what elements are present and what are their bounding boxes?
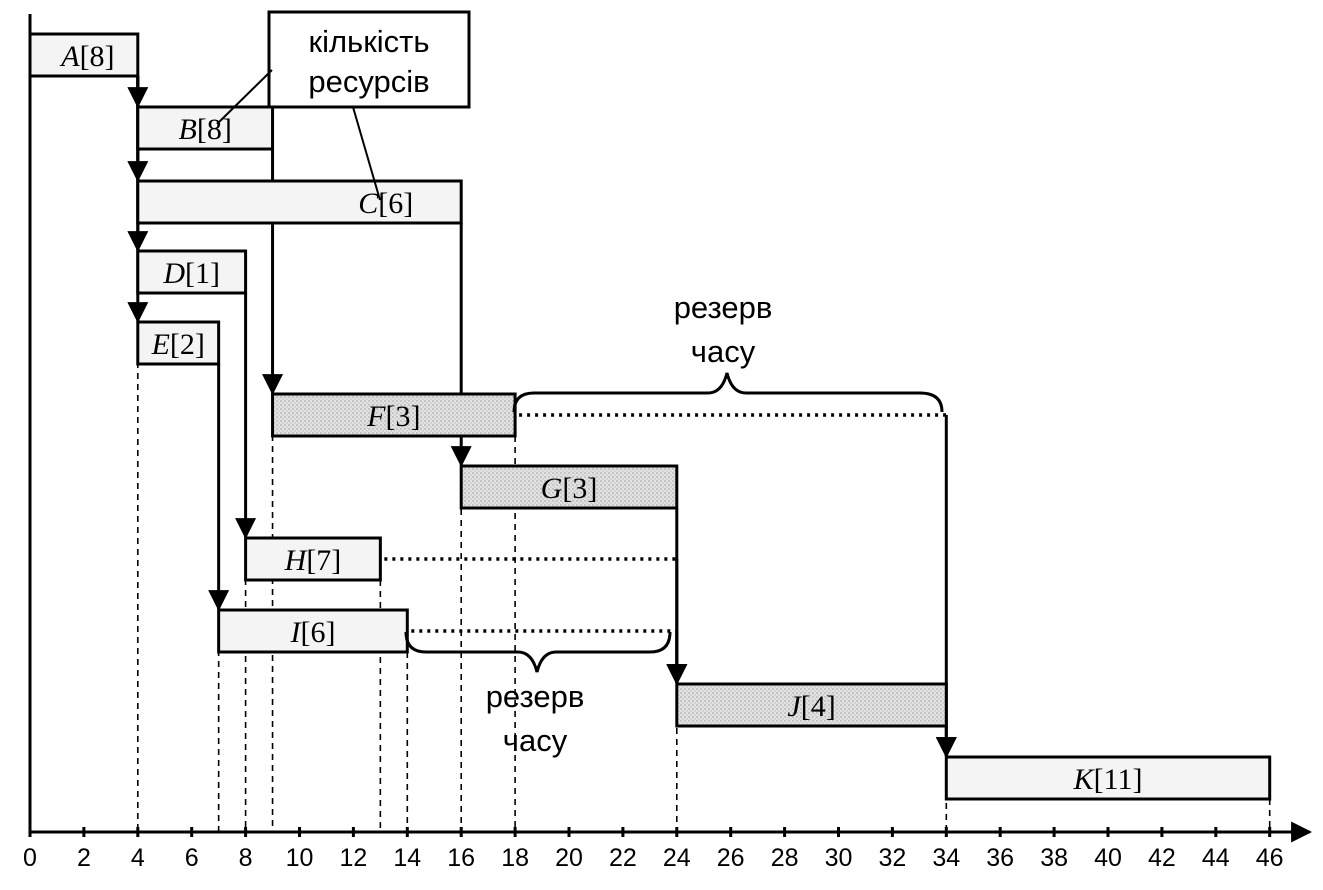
task-label-a: A[8] bbox=[59, 40, 114, 73]
reserve-bottom-annotation: резерв часу bbox=[404, 631, 672, 758]
x-tick-label: 32 bbox=[878, 844, 906, 872]
task-bar-j bbox=[675, 682, 948, 728]
task-resource-h: [7] bbox=[306, 544, 341, 577]
x-tick-label: 2 bbox=[77, 844, 91, 872]
x-tick-label: 0 bbox=[23, 844, 37, 872]
task-bar-d bbox=[136, 249, 248, 295]
x-tick-label: 36 bbox=[986, 844, 1014, 872]
task-resource-e: [2] bbox=[170, 328, 205, 361]
float-lines bbox=[384, 413, 947, 633]
x-tick-label: 8 bbox=[239, 844, 253, 872]
task-resource-g: [3] bbox=[562, 472, 597, 505]
task-bar-g bbox=[459, 464, 679, 510]
x-tick-label: 10 bbox=[286, 844, 314, 872]
x-tick-label: 18 bbox=[501, 844, 529, 872]
resources-callout-box bbox=[267, 10, 471, 109]
x-tick-label: 4 bbox=[131, 844, 145, 872]
task-label-k: K[11] bbox=[1073, 763, 1143, 796]
task-label-c: C[6] bbox=[358, 187, 413, 220]
reserve-top-brace bbox=[512, 372, 944, 413]
task-bar-h bbox=[244, 536, 382, 582]
task-letter-f: F bbox=[366, 400, 386, 433]
task-letter-d: D bbox=[162, 257, 185, 290]
x-tick-label: 38 bbox=[1040, 844, 1068, 872]
task-letter-h: H bbox=[284, 544, 309, 577]
task-resource-i: [6] bbox=[300, 616, 335, 649]
task-resource-c: [6] bbox=[378, 187, 413, 220]
resources-callout-line1: кількість bbox=[309, 24, 430, 59]
task-label-h: H[7] bbox=[284, 544, 342, 577]
task-label-f: F[3] bbox=[366, 400, 420, 433]
x-tick-label: 14 bbox=[393, 844, 421, 872]
x-tick-label: 22 bbox=[609, 844, 637, 872]
task-letter-k: K bbox=[1073, 763, 1096, 796]
resources-callout-line2: ресурсів bbox=[308, 64, 429, 99]
task-bar-b bbox=[136, 105, 275, 151]
x-tick-label: 24 bbox=[663, 844, 691, 872]
task-bar-k bbox=[944, 755, 1272, 801]
task-bars: A[8]B[8]C[6]D[1]E[2]F[3]G[3]H[7]I[6]J[4]… bbox=[28, 32, 1272, 801]
task-resource-a: [8] bbox=[80, 40, 115, 73]
task-bar-f bbox=[271, 392, 517, 438]
task-label-b: B[8] bbox=[179, 113, 232, 146]
reserve-bottom-brace bbox=[404, 631, 672, 673]
x-tick-label: 40 bbox=[1094, 844, 1122, 872]
x-tick-label: 42 bbox=[1148, 844, 1176, 872]
x-tick-label: 28 bbox=[771, 844, 799, 872]
task-label-d: D[1] bbox=[162, 257, 220, 290]
task-resource-f: [3] bbox=[385, 400, 420, 433]
task-label-e: E[2] bbox=[151, 328, 205, 361]
x-tick-label: 12 bbox=[339, 844, 367, 872]
x-tick-label: 46 bbox=[1256, 844, 1284, 872]
x-tick-label: 20 bbox=[555, 844, 583, 872]
task-resource-k: [11] bbox=[1094, 763, 1143, 796]
task-bar-i bbox=[217, 608, 409, 654]
reserve-top-line1: резерв bbox=[674, 290, 773, 325]
task-letter-a: A bbox=[59, 40, 80, 73]
task-label-i: I[6] bbox=[289, 616, 335, 649]
x-tick-label: 16 bbox=[447, 844, 475, 872]
task-letter-c: C bbox=[358, 187, 379, 220]
x-tick-label: 34 bbox=[932, 844, 960, 872]
task-letter-g: G bbox=[541, 472, 563, 505]
x-tick-label: 30 bbox=[825, 844, 853, 872]
task-label-g: G[3] bbox=[541, 472, 598, 505]
task-label-j: J[4] bbox=[787, 690, 835, 723]
task-letter-e: E bbox=[151, 328, 170, 361]
callout-pointer-b bbox=[216, 69, 273, 125]
task-letter-i: I bbox=[289, 616, 302, 649]
task-bar-e bbox=[136, 320, 221, 366]
callout-pointer-c bbox=[352, 106, 381, 201]
x-tick-label: 44 bbox=[1202, 844, 1230, 872]
reserve-bottom-line1: резерв bbox=[486, 679, 585, 714]
x-tick-label: 26 bbox=[717, 844, 745, 872]
task-bar-c bbox=[136, 179, 463, 225]
reserve-top-line2: часу bbox=[691, 334, 756, 369]
reserve-bottom-line2: часу bbox=[503, 723, 568, 758]
task-letter-b: B bbox=[179, 113, 197, 146]
reserve-top-annotation: резерв часу bbox=[512, 290, 944, 413]
task-letter-j: J bbox=[787, 690, 802, 723]
resources-callout: кількість ресурсів bbox=[216, 10, 471, 201]
task-resource-d: [1] bbox=[185, 257, 220, 290]
task-resource-b: [8] bbox=[197, 113, 232, 146]
x-tick-label: 6 bbox=[185, 844, 199, 872]
task-resource-j: [4] bbox=[801, 690, 836, 723]
